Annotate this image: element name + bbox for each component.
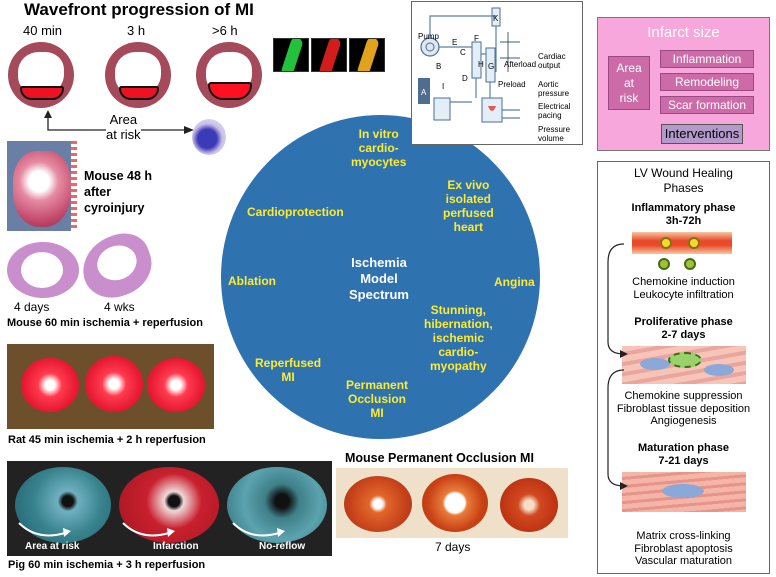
cardiac-output-label: Cardiac output — [538, 52, 566, 70]
pump-letter-a: A — [421, 88, 427, 97]
histology-label-4-wks: 4 wks — [104, 300, 135, 314]
occlusion-title: Mouse Permanent Occlusion MI — [345, 451, 534, 465]
infarct-size-title: Infarct size — [647, 24, 720, 41]
pump-letter-f: F — [474, 34, 479, 43]
pump-letter-h: H — [478, 60, 484, 69]
time-label-3h: 3 h — [127, 23, 146, 38]
inflammatory-vessel-illustration — [632, 232, 732, 254]
heart-section-3h — [105, 42, 171, 108]
leukocyte-cell — [684, 258, 696, 270]
histology-label-4-days: 4 days — [14, 300, 50, 314]
spectrum-item-ex-vivo: Ex vivo isolated perfused heart — [443, 178, 494, 234]
perfusion-apparatus-diagram: Pump Afterload Preload Cardiac output Ao… — [411, 1, 583, 145]
heart-section-40min — [8, 42, 74, 108]
electrical-pacing-label: Electrical pacing — [538, 102, 571, 120]
pig-photo: Area at risk Infarction No-reflow — [7, 461, 332, 556]
spectrum-item-stunning: Stunning, hibernation, ischemic cardio- … — [424, 303, 493, 373]
pig-label-area-at-risk: Area at risk — [25, 541, 80, 552]
lv-wound-healing-panel: LV Wound Healing Phases Inflammatory pha… — [597, 161, 770, 574]
spectrum-item-permanent-occlusion: Permanent Occlusion MI — [346, 378, 409, 420]
infarct-size-panel: Infarct size Area at risk Inflammation R… — [597, 17, 770, 151]
spectrum-item-ablation: Ablation — [228, 274, 276, 288]
pump-letter-c: C — [460, 48, 466, 57]
mouse-cryoinjury-photo — [7, 141, 77, 231]
pump-letter-g: G — [488, 62, 495, 71]
phase-flow-arrows — [607, 243, 628, 490]
time-label-6h: >6 h — [212, 23, 238, 38]
histology-4-days — [7, 242, 79, 298]
rat-caption: Rat 45 min ischemia + 2 h reperfusion — [8, 434, 206, 446]
fluorescence-red — [311, 38, 347, 72]
mouse-48h-label: Mouse 48 h after cyroinjury — [84, 169, 153, 215]
rat-photo — [7, 344, 214, 429]
phase-2-desc: Chemokine suppression Fibroblast tissue … — [616, 390, 751, 427]
pressure-volume-label: Pressure volume — [538, 125, 571, 143]
leukocyte-cell — [658, 258, 670, 270]
area-at-risk-label: Area at risk — [106, 112, 141, 143]
spectrum-item-angina: Angina — [494, 275, 535, 289]
pump-letter-e: E — [452, 38, 458, 47]
spectrum-center-label: Ischemia Model Spectrum — [349, 255, 409, 302]
wavefront-title: Wavefront progression of MI — [24, 0, 254, 19]
pump-letter-k: K — [493, 14, 499, 23]
pump-letter-i: I — [442, 82, 445, 91]
wound-title: LV Wound Healing Phases — [634, 166, 733, 195]
pump-letter-d: D — [462, 74, 468, 83]
proliferative-tissue-illustration — [622, 346, 746, 384]
infarct-stage-scar-formation: Scar formation — [660, 96, 754, 114]
fluorescence-merged — [349, 38, 385, 72]
phase-1-desc: Chemokine induction Leukocyte infiltrati… — [632, 276, 735, 301]
phase-2-name: Proliferative phase 2-7 days — [634, 316, 733, 341]
phase-3-desc: Matrix cross-linking Fibroblast apoptosi… — [634, 530, 733, 567]
occlusion-photo — [336, 468, 568, 538]
spectrum-item-cardioprotection: Cardioprotection — [247, 205, 344, 219]
phase-3-name: Maturation phase 7-21 days — [637, 442, 730, 467]
pig-label-infarction: Infarction — [153, 541, 199, 552]
pump-letter-b: B — [436, 62, 442, 71]
pig-label-no-reflow: No-reflow — [259, 541, 306, 552]
fluorescence-green — [273, 38, 309, 72]
infarct-stage-remodeling: Remodeling — [660, 73, 754, 91]
pig-caption: Pig 60 min ischemia + 3 h reperfusion — [8, 559, 206, 571]
histology-4-wks — [73, 225, 161, 307]
interventions-label: Interventions — [661, 124, 743, 144]
spectrum-item-reperfused: Reperfused MI — [255, 356, 322, 384]
phase-1-name: Inflammatory phase 3h-72h — [631, 202, 736, 227]
heart-section-6h — [196, 42, 262, 108]
pump-label: Pump — [418, 32, 439, 41]
preload-label: Preload — [498, 80, 526, 89]
histology-caption: Mouse 60 min ischemia + reperfusion — [7, 317, 203, 329]
spectrum-item-in-vitro: In vitro cardio- myocytes — [351, 127, 407, 169]
maturation-tissue-illustration — [622, 472, 746, 512]
stained-heart-thumbnail — [192, 119, 226, 155]
infarct-stage-inflammation: Inflammation — [660, 50, 754, 68]
time-label-40min: 40 min — [23, 23, 63, 38]
occlusion-caption: 7 days — [435, 540, 471, 554]
infarct-area-at-risk: Area at risk — [608, 56, 650, 110]
aortic-pressure-label: Aortic pressure — [538, 80, 570, 98]
ischemia-model-spectrum-circle: Ischemia Model Spectrum In vitro cardio-… — [221, 115, 540, 439]
afterload-label: Afterload — [504, 60, 537, 69]
